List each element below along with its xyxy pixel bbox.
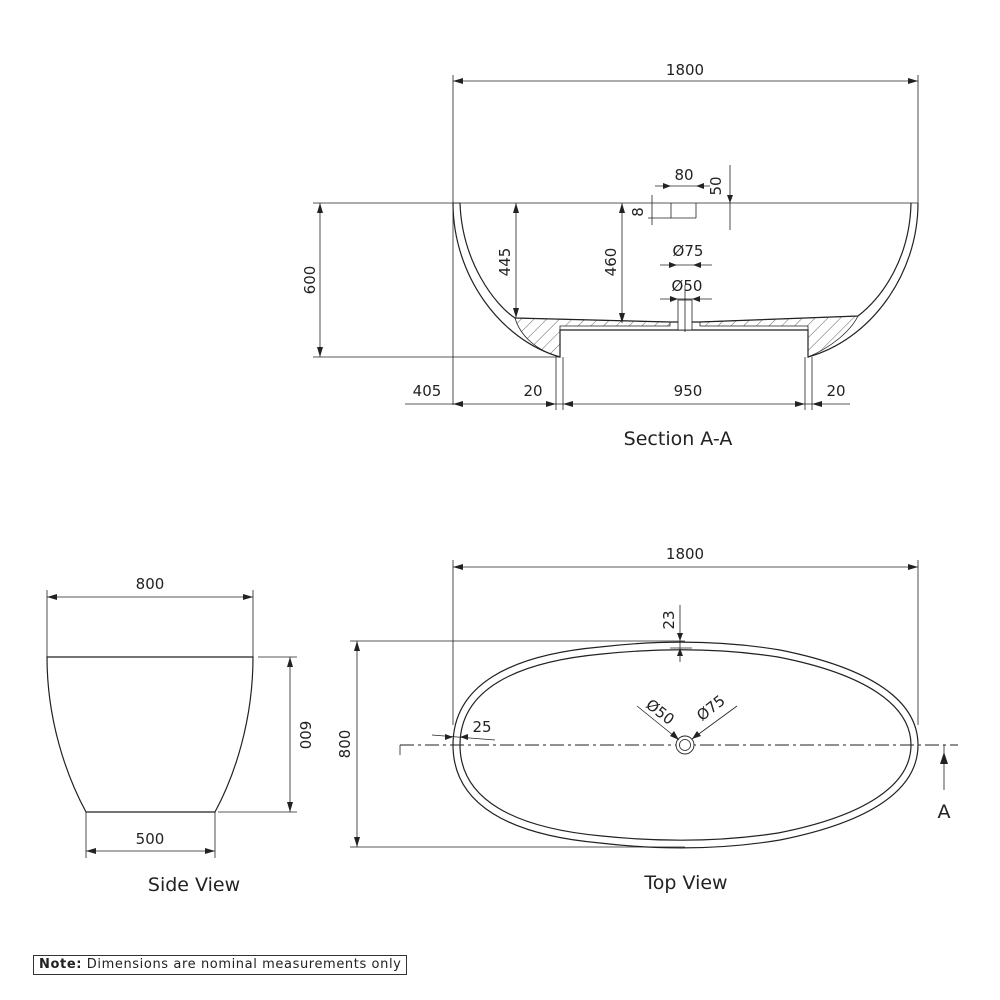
section-title: Section A-A xyxy=(624,428,733,450)
dim-top-width: 800 xyxy=(336,730,354,759)
dim-waste-height: 50 xyxy=(707,176,725,195)
dim-waste-outer-dia: Ø75 xyxy=(673,242,704,260)
dim-waste-inner-dia: Ø50 xyxy=(672,277,703,295)
side-title: Side View xyxy=(148,874,240,896)
section-view: 1800 600 80 50 8 xyxy=(301,61,919,450)
dim-base-width: 950 xyxy=(674,382,703,400)
top-view: 1800 800 23 25 Ø50 Ø75 xyxy=(336,545,958,894)
waste-outer-circle xyxy=(675,735,695,755)
dim-top-length: 1800 xyxy=(666,545,704,563)
dim-left-offset: 405 xyxy=(413,382,442,400)
dim-right-wall: 20 xyxy=(826,382,845,400)
dim-waste-depth: 460 xyxy=(602,248,620,277)
side-view: 800 600 500 Side View xyxy=(46,575,314,896)
dim-rim-side: 25 xyxy=(472,718,491,736)
dim-section-height: 600 xyxy=(301,266,319,295)
top-title: Top View xyxy=(643,872,727,894)
hatch-left xyxy=(514,317,671,358)
note-box: Note: Dimensions are nominal measurement… xyxy=(33,955,408,975)
dim-side-base-width: 500 xyxy=(136,830,165,848)
dim-inner-depth: 445 xyxy=(496,248,514,277)
side-profile xyxy=(46,656,254,813)
dim-side-top-width: 800 xyxy=(136,575,165,593)
note-label: Note: xyxy=(39,957,83,972)
dim-waste-width: 80 xyxy=(674,166,693,184)
hatch-right xyxy=(699,315,859,358)
dim-left-wall: 20 xyxy=(523,382,542,400)
section-marker: A xyxy=(938,801,951,823)
dim-waste-lip: 8 xyxy=(629,207,647,217)
note-text: Dimensions are nominal measurements only xyxy=(86,957,402,972)
dim-top-waste-outer: Ø75 xyxy=(693,691,728,724)
waste-inner-circle xyxy=(679,739,691,751)
dim-section-length: 1800 xyxy=(666,61,704,79)
dim-side-height: 600 xyxy=(296,721,314,750)
dim-rim-top: 23 xyxy=(660,610,678,629)
dim-top-waste-inner: Ø50 xyxy=(642,695,677,728)
